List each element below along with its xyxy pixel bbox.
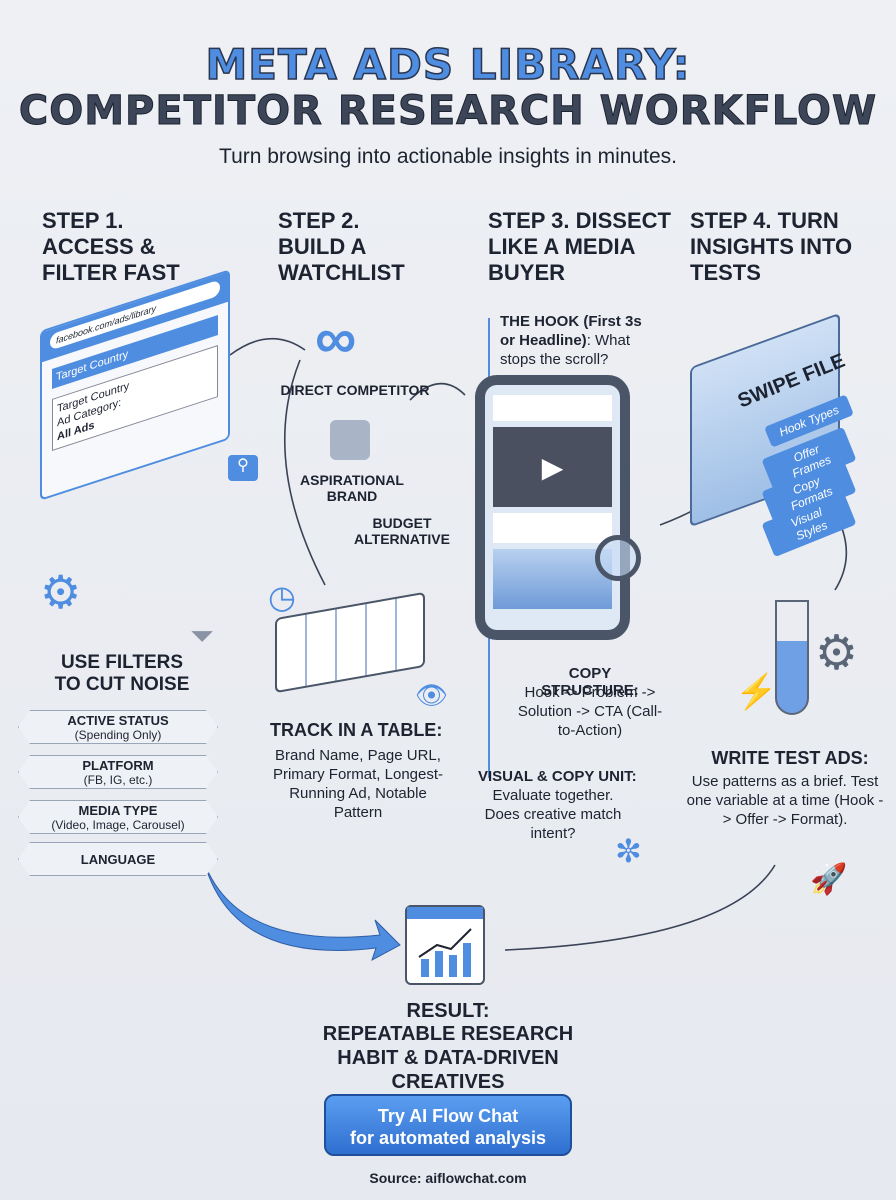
- filters-title: USE FILTERS TO CUT NOISE: [54, 652, 190, 695]
- arrow-tests-to-result: [504, 864, 776, 951]
- step-2-heading: STEP 2. BUILD A WATCHLIST: [278, 208, 405, 285]
- subtitle: Turn browsing into actionable insights i…: [219, 145, 677, 168]
- watchlist-aspirational-brand: ASPIRATIONAL BRAND: [300, 472, 404, 504]
- step-3-heading: STEP 3. DISSECT LIKE A MEDIA BUYER: [488, 208, 671, 285]
- image-placeholder: [493, 549, 612, 609]
- play-icon[interactable]: ▶: [493, 427, 612, 507]
- lightning-icon: ⚡: [735, 673, 778, 711]
- hook-annotation: THE HOOK (First 3s or Headline): What st…: [500, 313, 642, 368]
- gear-icon: ⚙: [815, 627, 859, 680]
- source-credit: Source: aiflowchat.com: [369, 1170, 527, 1186]
- result-text: REPEATABLE RESEARCH HABIT & DATA-DRIVEN …: [322, 1023, 574, 1093]
- arrow-step1-to-2: [229, 337, 306, 356]
- table-fields: Brand Name, Page URL, Primary Format, Lo…: [272, 747, 444, 821]
- funnel-icon: ⏷: [190, 620, 214, 653]
- arrow-filters-to-result: [204, 864, 401, 962]
- arrow-watchlist-to-phone: [409, 382, 466, 401]
- rocket-icon: 🚀: [810, 863, 848, 896]
- search-icon[interactable]: ⚲: [228, 455, 258, 481]
- test-ads-title: WRITE TEST ADS:: [711, 748, 869, 768]
- watchlist-budget-alternative: BUDGET ALTERNATIVE: [354, 515, 450, 547]
- test-tube-icon: [775, 600, 809, 715]
- filter-language[interactable]: LANGUAGE: [18, 842, 218, 876]
- meta-logo-icon: ∞: [315, 306, 357, 371]
- clock-icon: ◷: [268, 579, 296, 615]
- title-line-1: META ADS LIBRARY:: [205, 39, 691, 90]
- watchlist-direct-competitor: DIRECT COMPETITOR: [280, 382, 430, 398]
- table-title: TRACK IN A TABLE:: [270, 720, 443, 740]
- visual-copy-title: VISUAL & COPY UNIT:: [478, 768, 637, 785]
- filter-active-status[interactable]: ACTIVE STATUS(Spending Only): [18, 710, 218, 744]
- brain-icon: ✼: [615, 833, 642, 869]
- chart-growth-icon: [405, 905, 485, 985]
- test-ads-text: Use patterns as a brief. Test one variab…: [686, 773, 884, 828]
- gear-icon: ⚙: [40, 566, 82, 618]
- visual-copy-text: Evaluate together. Does creative match i…: [484, 787, 622, 842]
- filter-media-type[interactable]: MEDIA TYPE(Video, Image, Carousel): [18, 800, 218, 834]
- step-1-heading: STEP 1. ACCESS & FILTER FAST: [42, 208, 180, 285]
- title-line-2: COMPETITOR RESEARCH WORKFLOW: [18, 88, 878, 135]
- copy-structure-text: Hook -> Problem -> Solution -> CTA (Call…: [517, 684, 663, 739]
- step-4-heading: STEP 4. TURN INSIGHTS INTO TESTS: [690, 208, 853, 285]
- copy-structure-title: COPY STRUCTURE:: [541, 665, 639, 699]
- brand-logo-icon: [330, 420, 370, 460]
- magnifier-icon: [595, 535, 641, 581]
- eye-icon: 👁: [415, 680, 449, 710]
- result-label: RESULT:: [406, 1000, 490, 1022]
- filter-platform[interactable]: PLATFORM(FB, IG, etc.): [18, 755, 218, 789]
- phone-illustration: ▶: [475, 375, 630, 640]
